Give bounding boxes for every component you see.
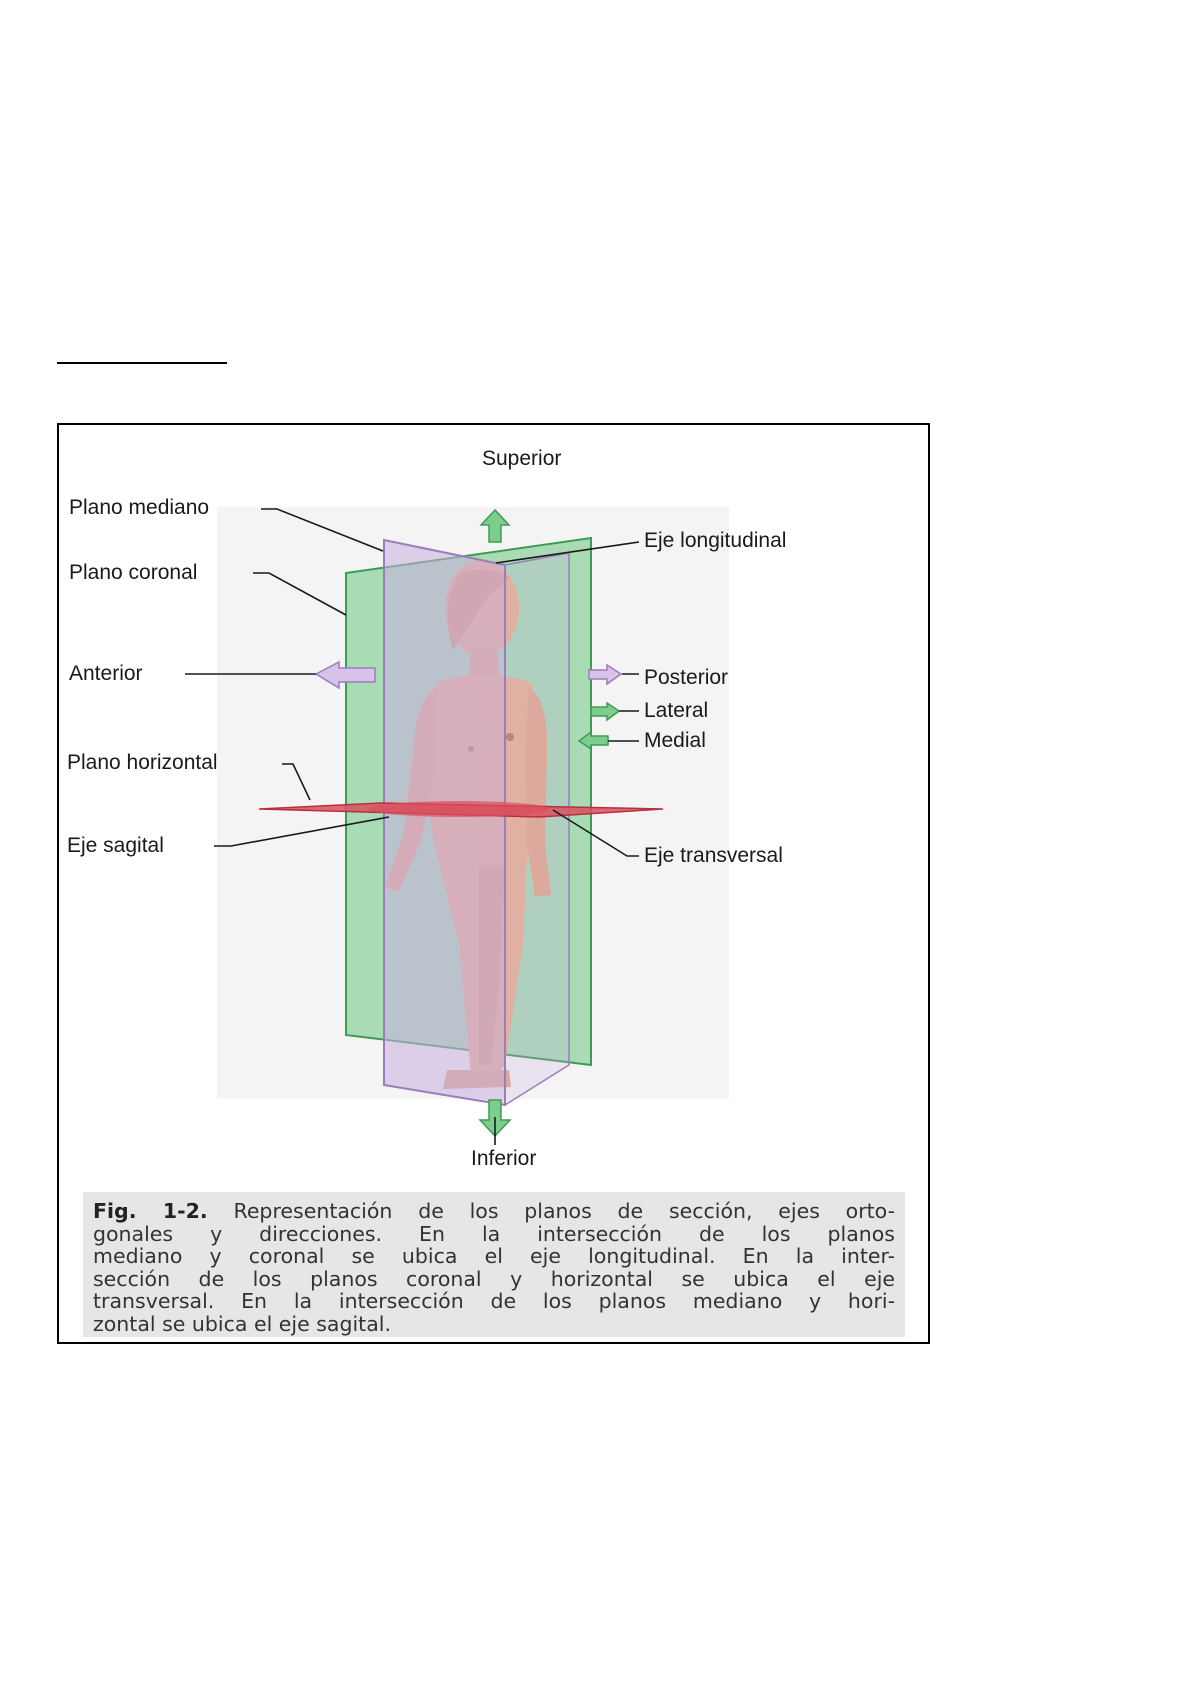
footnote-rule: [57, 362, 227, 364]
label-eje-sagital: Eje sagital: [67, 834, 164, 858]
caption-line-1: Fig. 1-2. Representación de los planos d…: [93, 1200, 895, 1223]
horizontal-plane-body-section: [369, 801, 549, 817]
label-plano-coronal: Plano coronal: [69, 561, 197, 585]
label-eje-transversal: Eje transversal: [644, 844, 783, 868]
label-eje-longitudinal: Eje longitudinal: [644, 529, 786, 553]
label-anterior: Anterior: [69, 662, 143, 686]
median-plane: [384, 540, 505, 1105]
caption-line-5: transversal. En la intersección de los p…: [93, 1290, 895, 1313]
caption-line-2: gonales y direcciones. En la intersecció…: [93, 1223, 895, 1246]
label-plano-mediano: Plano mediano: [69, 496, 209, 520]
caption-line-3: mediano y coronal se ubica el eje longit…: [93, 1245, 895, 1268]
figure-caption: Fig. 1-2. Representación de los planos d…: [83, 1192, 905, 1337]
figure-number: Fig. 1-2.: [93, 1199, 208, 1223]
caption-line-6: zontal se ubica el eje sagital.: [93, 1313, 895, 1336]
caption-line-1-text: Representación de los planos de sección,…: [208, 1199, 895, 1223]
caption-line-4: sección de los planos coronal y horizont…: [93, 1268, 895, 1291]
label-inferior: Inferior: [471, 1147, 536, 1171]
label-superior: Superior: [482, 447, 561, 471]
label-lateral: Lateral: [644, 699, 708, 723]
label-plano-horizontal: Plano horizontal: [67, 751, 218, 775]
median-plane-back: [505, 553, 569, 1105]
figure-frame: Superior Plano mediano Plano coronal Ant…: [57, 423, 930, 1344]
label-posterior: Posterior: [644, 666, 728, 690]
label-medial: Medial: [644, 729, 706, 753]
anatomical-planes-diagram: [59, 425, 928, 1195]
